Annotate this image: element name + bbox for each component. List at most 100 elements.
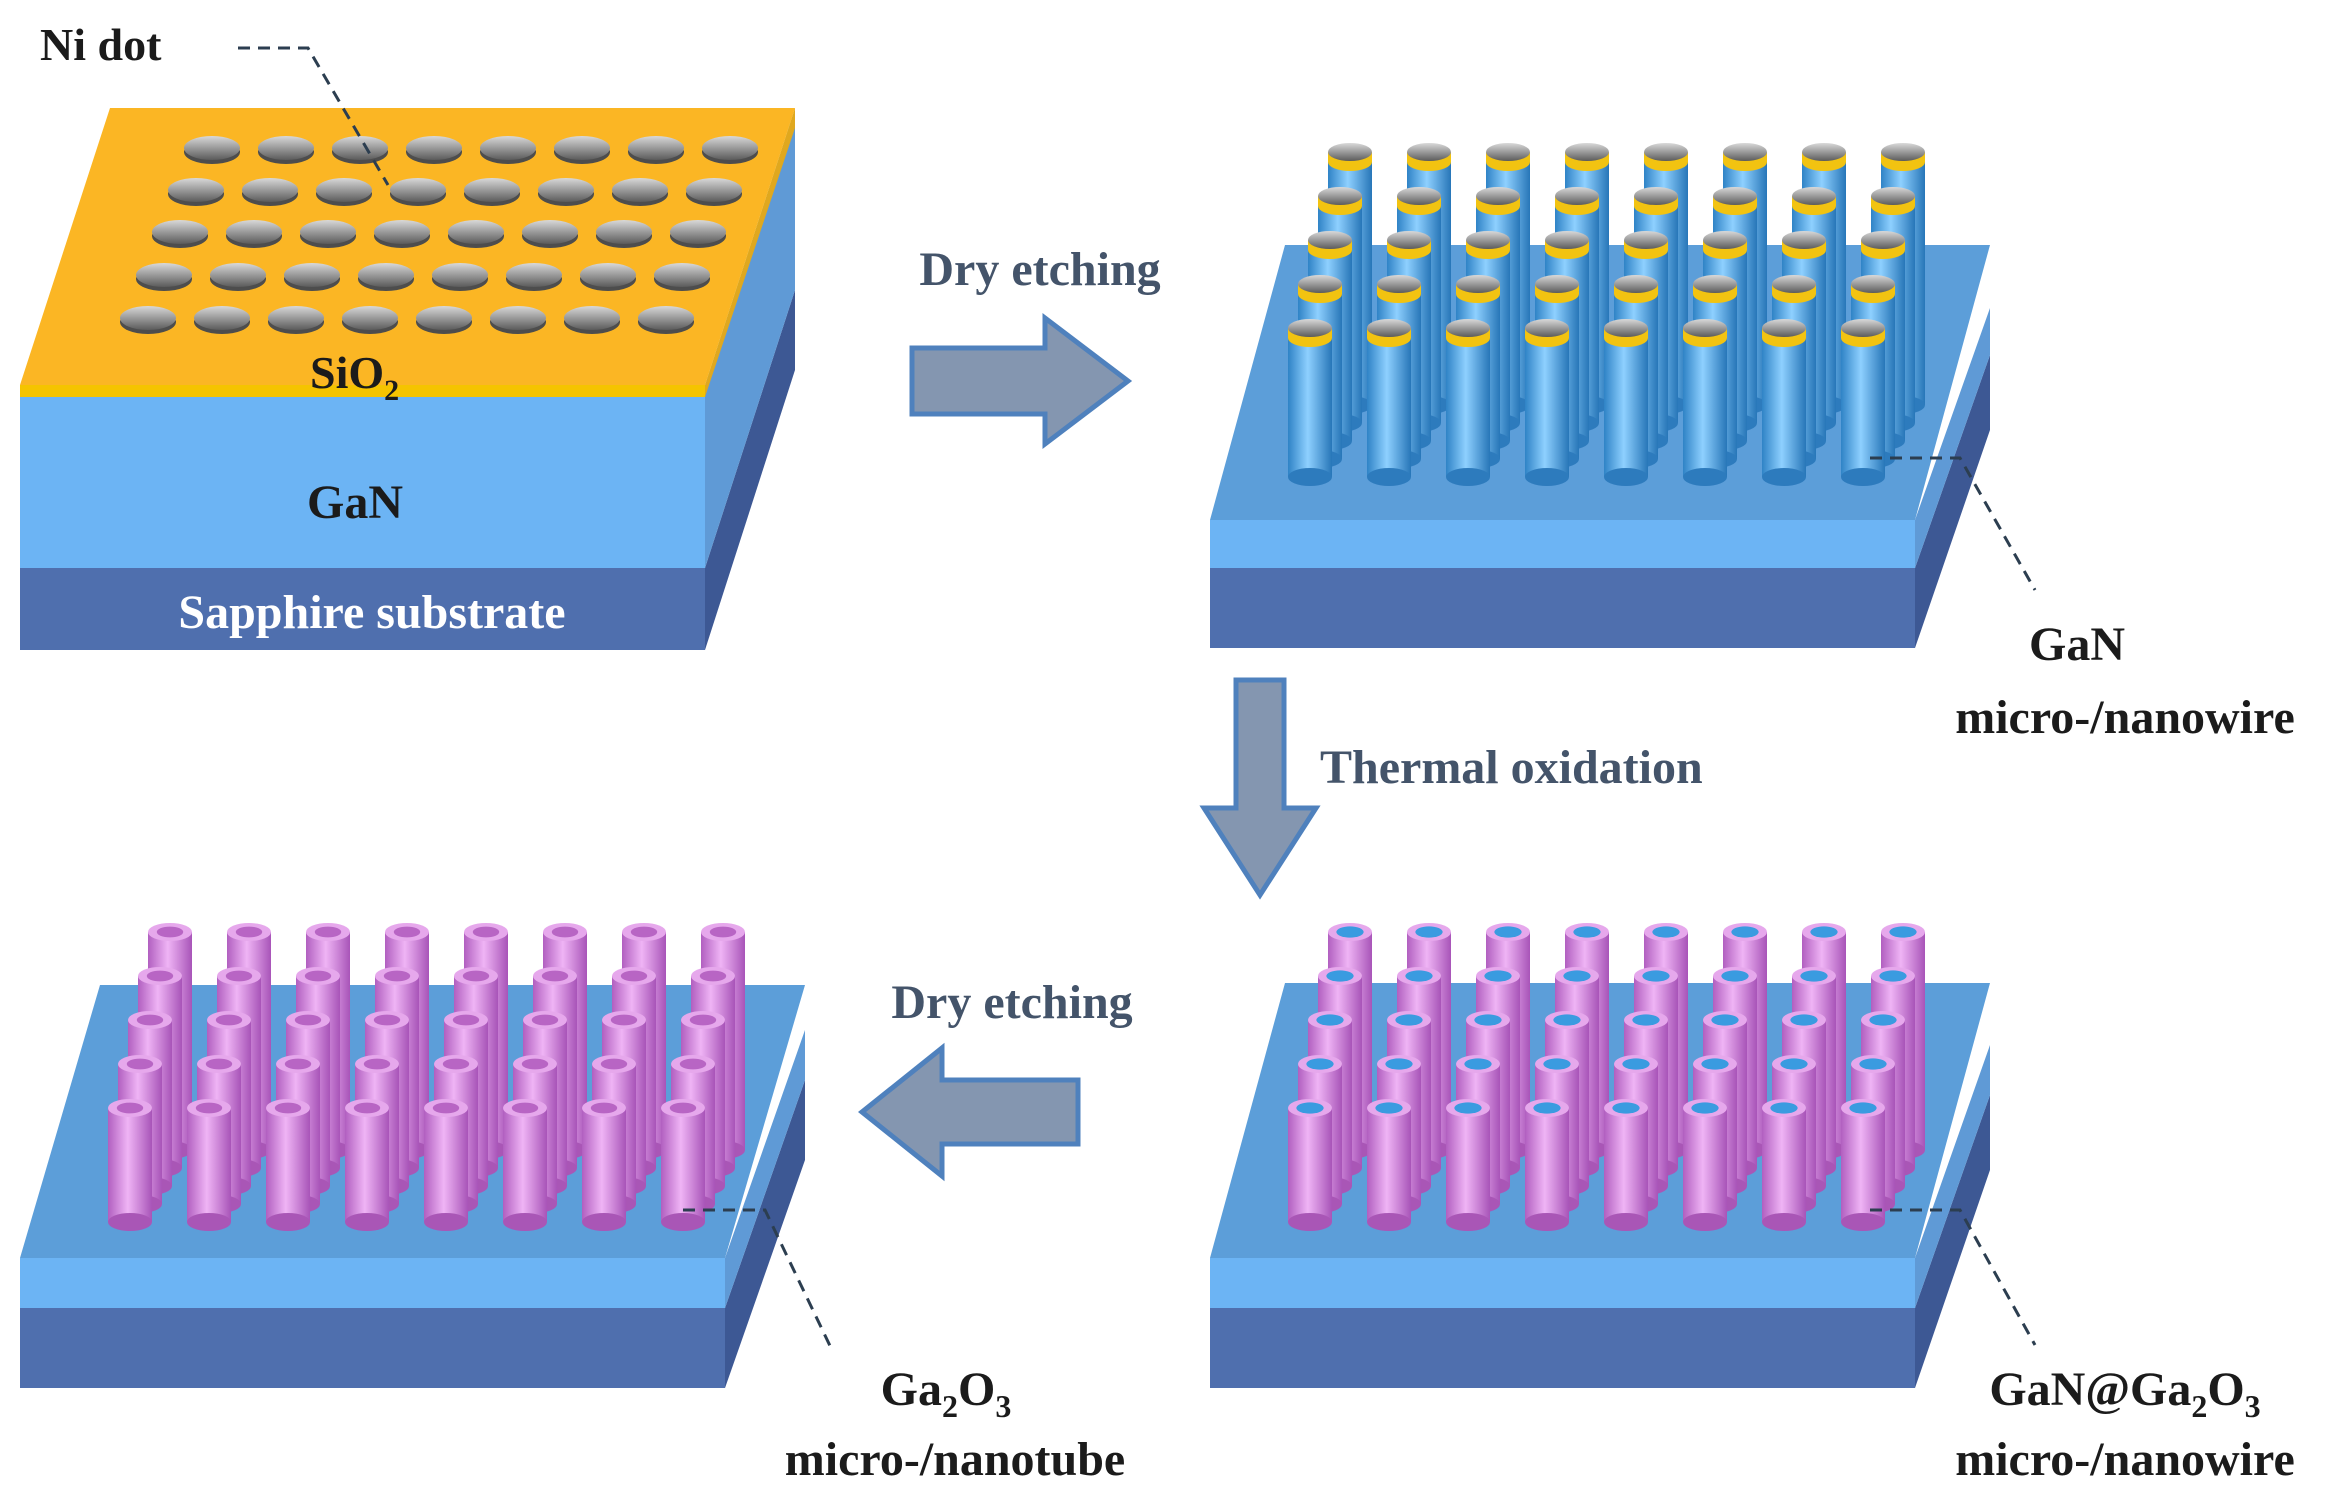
label-core-shell-line2: micro-/nanowire: [1955, 1433, 2295, 1486]
sapphire-front-2: [1210, 568, 1915, 648]
gan-side-4: [725, 1030, 805, 1308]
ni-dot: [638, 306, 694, 334]
gan-nanowire: [1446, 319, 1490, 486]
gan-side: [705, 125, 795, 568]
block-gan-nanowires: [1210, 143, 1990, 648]
ni-dot: [210, 263, 266, 291]
gan-front-3: [1210, 1258, 1915, 1308]
ni-dot: [406, 136, 462, 164]
gan-front-2: [1210, 520, 1915, 568]
ni-dot: [152, 220, 208, 248]
ni-dot: [612, 178, 668, 206]
ga2o3-nanotube: [582, 1099, 626, 1231]
label-ni-dot: Ni dot: [40, 19, 162, 70]
ni-dot: [300, 220, 356, 248]
leader-lines: [238, 46, 2037, 1351]
core-shell-nanowire-array: [1288, 923, 1925, 1231]
gan-nanowire: [1367, 319, 1411, 486]
ni-dot: [490, 306, 546, 334]
block-core-shell-nanowires: [1210, 923, 1990, 1388]
ni-dot: [506, 263, 562, 291]
sapphire-front: [20, 568, 705, 650]
ga2o3-nanotube: [503, 1099, 547, 1231]
ni-dot: [480, 136, 536, 164]
ni-dot: [168, 178, 224, 206]
label-step-dry-etching-1: Dry etching: [919, 243, 1160, 296]
ni-dot: [448, 220, 504, 248]
ga2o3-nanotube: [108, 1099, 152, 1231]
gan-nanowire-array: [1288, 143, 1925, 486]
label-sio2-main: SiO: [310, 347, 384, 398]
ni-dot: [670, 220, 726, 248]
ni-dot: [342, 306, 398, 334]
arrow-down-thermal-oxidation: [1199, 677, 1321, 900]
core-shell-nanowire: [1762, 1099, 1806, 1231]
ni-dot: [416, 306, 472, 334]
ga2o3-nanotube: [266, 1099, 310, 1231]
sapphire-front-4: [20, 1308, 725, 1388]
arrow-left-dry-etching: [857, 1042, 1081, 1182]
ni-dot: [316, 178, 372, 206]
ni-dot: [268, 306, 324, 334]
gan-nanowire: [1841, 319, 1885, 486]
ni-dot: [564, 306, 620, 334]
label-gan-wire-line1: GaN: [2029, 618, 2125, 671]
gan-front: [20, 392, 705, 568]
core-shell-nanowire: [1288, 1099, 1332, 1231]
block-ga2o3-nanotubes: [20, 923, 805, 1388]
ga2o3-nanotube: [661, 1099, 705, 1231]
sapphire-side-2: [1915, 355, 1990, 648]
ga2o3-nanotube-array: [108, 923, 745, 1231]
ga2o3-nanotube: [345, 1099, 389, 1231]
ni-dot: [580, 263, 636, 291]
label-sio2: SiO2: [310, 347, 399, 407]
label-gan-layer: GaN: [307, 476, 403, 529]
ni-dot: [358, 263, 414, 291]
core-shell-nanowire: [1525, 1099, 1569, 1231]
ni-dot: [120, 306, 176, 334]
ni-dot: [464, 178, 520, 206]
leader-core-shell: [1870, 1208, 2037, 1346]
gan-nanowire: [1762, 319, 1806, 486]
label-sapphire: Sapphire substrate: [178, 586, 565, 639]
core-shell-nanowire: [1446, 1099, 1490, 1231]
sapphire-side-3: [1915, 1095, 1990, 1388]
label-core-shell-line1: GaN@Ga2O3: [1989, 1363, 2260, 1424]
ni-dot: [596, 220, 652, 248]
ni-dot: [374, 220, 430, 248]
leader-nanotube: [683, 1208, 834, 1351]
core-shell-nanowire: [1683, 1099, 1727, 1231]
label-nanotube-line2: micro-/nanotube: [785, 1433, 1125, 1486]
sio2-side-edge: [705, 108, 795, 397]
ni-dot: [284, 263, 340, 291]
ni-dot: [702, 136, 758, 164]
ni-dot: [654, 263, 710, 291]
ni-dot: [522, 220, 578, 248]
block-initial-wafer: [20, 108, 795, 650]
gan-front-4: [20, 1258, 725, 1308]
leader-ni-dot: [238, 46, 390, 186]
core-shell-nanowire: [1604, 1099, 1648, 1231]
gan-side-2: [1915, 308, 1990, 568]
t-a: Ga: [881, 1363, 942, 1416]
label-sio2-sub: 2: [384, 374, 399, 407]
ni-dot: [184, 136, 240, 164]
ni-dot-array: [120, 136, 758, 334]
ga2o3-nanotube: [424, 1099, 468, 1231]
ni-dot: [432, 263, 488, 291]
gan-nanowire: [1288, 319, 1332, 486]
gan-nanowire: [1683, 319, 1727, 486]
label-gan-wire-line2: micro-/nanowire: [1955, 691, 2295, 744]
gan-nanowire: [1604, 319, 1648, 486]
label-step-thermal-oxidation: Thermal oxidation: [1320, 741, 1703, 794]
ni-dot: [686, 178, 742, 206]
ni-dot: [194, 306, 250, 334]
ni-dot: [332, 136, 388, 164]
ni-dot: [258, 136, 314, 164]
cs-sub1: 2: [2191, 1388, 2207, 1424]
cs-sub2: 3: [2245, 1388, 2261, 1424]
label-step-dry-etching-2: Dry etching: [891, 976, 1132, 1029]
ni-dot: [136, 263, 192, 291]
ni-dot: [554, 136, 610, 164]
